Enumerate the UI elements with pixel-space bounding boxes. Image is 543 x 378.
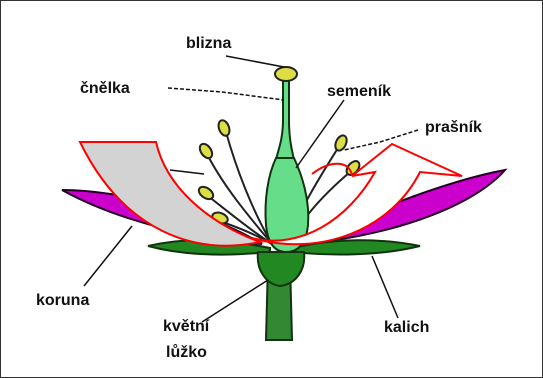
- label-koruna: koruna: [36, 292, 89, 309]
- receptacle: [258, 252, 305, 286]
- label-semenik: semeník: [327, 83, 391, 100]
- label-kvetni: květní: [163, 318, 210, 335]
- label-luzko: lůžko: [166, 344, 207, 361]
- style: [276, 80, 294, 160]
- stigma: [275, 67, 297, 81]
- label-kalich: kalich: [384, 319, 429, 336]
- label-cnelka: čnělka: [80, 80, 130, 97]
- label-blizna: blizna: [186, 35, 231, 52]
- label-prasnik: prašník: [425, 119, 482, 136]
